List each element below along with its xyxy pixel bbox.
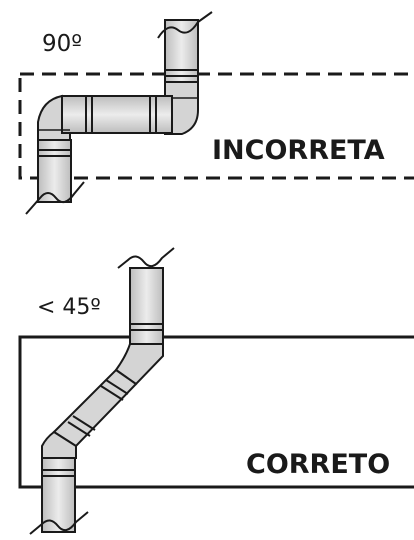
solid-slab-outline — [18, 335, 414, 489]
correct-offset-group — [18, 247, 414, 535]
break-mark-bottom-upper — [117, 247, 175, 269]
incorrect-offset-group — [18, 11, 414, 215]
break-mark-top-lower — [25, 181, 85, 215]
elbow-upper-diagonal — [114, 343, 164, 386]
angle-label-90: 90º — [42, 31, 83, 57]
horizontal-pipe — [61, 95, 173, 134]
lower-vertical-pipe — [37, 139, 72, 203]
verdict-correct: CORRETO — [246, 449, 391, 480]
elbow-top-left — [37, 94, 71, 141]
angle-label-lt45: < 45º — [37, 295, 101, 320]
break-mark-top-upper — [157, 11, 213, 39]
break-mark-bottom-lower — [29, 511, 89, 535]
elbow-top-right — [164, 81, 199, 135]
dashed-slab-outline — [18, 72, 414, 180]
diagonal-pipe — [52, 368, 138, 448]
upper-vertical-pipe-bottom — [129, 267, 164, 345]
verdict-incorrect: INCORRETA — [212, 135, 385, 166]
